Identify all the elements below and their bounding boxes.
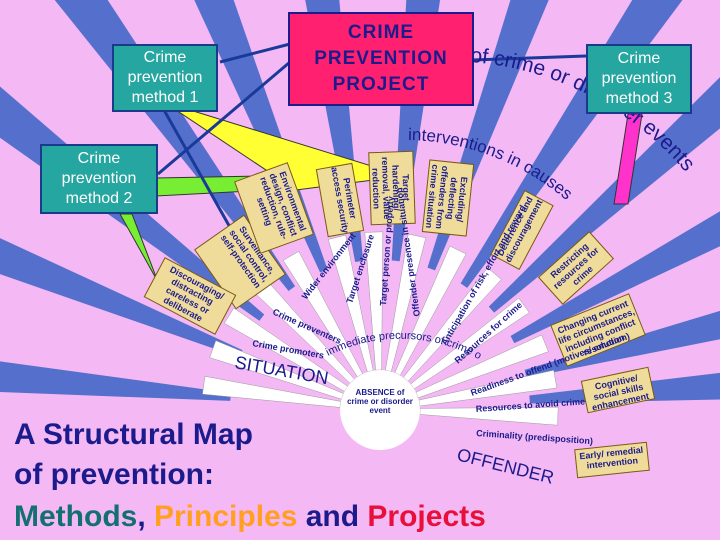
label-discouraging: Discouraging/ distracting careless or de… <box>143 257 237 335</box>
label-cognitive: Cognitive/ social skills enhancement <box>580 366 656 414</box>
white-spoke <box>364 231 384 371</box>
method3-connector-magenta <box>613 113 643 205</box>
label-environmental: Environmental design, conflict reduction… <box>234 162 314 254</box>
label-early: Early/ remedial intervention <box>574 441 650 479</box>
spoke-criminality: Criminality (predisposition) <box>476 428 593 446</box>
method1-box[interactable]: Crime prevention method 1 <box>112 44 218 112</box>
white-spoke <box>327 234 374 373</box>
white-spoke <box>410 297 530 390</box>
background-ray <box>488 77 720 313</box>
hub-absence: ABSENCE of crime or disorder event <box>347 388 413 415</box>
title-projects: Projects <box>367 500 486 533</box>
white-spoke <box>394 245 467 376</box>
method2-box[interactable]: Crime prevention method 2 <box>40 144 158 214</box>
hub-offender: OFFENDER <box>455 444 556 487</box>
background-ray <box>510 211 720 344</box>
label-target-hardening: Target hardening/ removal, value reducti… <box>368 150 416 226</box>
white-spoke <box>403 267 502 382</box>
project-to-method3-line <box>471 54 587 62</box>
title-principles: Principles <box>154 500 298 533</box>
white-spoke <box>385 233 427 372</box>
white-spoke <box>419 406 559 426</box>
white-spoke <box>202 376 342 408</box>
project-to-method1-line <box>219 42 291 64</box>
label-excluding: Excluding/ deflecting offenders from cri… <box>421 159 475 237</box>
white-spoke-group <box>202 231 559 450</box>
white-spoke <box>209 340 344 400</box>
white-spoke <box>418 369 558 407</box>
title-methods: Methods <box>14 500 138 533</box>
project-box[interactable]: CRIME PREVENTION PROJECT <box>288 12 474 106</box>
label-deterrence: Deterrence and discouragement <box>490 190 554 270</box>
background-ray <box>0 238 243 358</box>
white-spoke <box>223 307 349 392</box>
title-and: and <box>297 500 368 533</box>
title-comma: , <box>137 500 154 533</box>
method2-connector-green <box>119 213 159 283</box>
method3-box[interactable]: Crime prevention method 3 <box>586 44 692 114</box>
label-restricting: Restricting resources for crime <box>537 231 615 305</box>
label-changing-life: Changing current life circumstances, inc… <box>550 293 646 367</box>
principle-labels: Surveillance, social control, self-prote… <box>143 150 656 479</box>
method1-connector-blue <box>162 109 238 239</box>
center-hub <box>340 370 420 450</box>
title-line-2: of prevention: <box>14 458 214 491</box>
project-connector-blue <box>157 60 291 176</box>
background-ray <box>0 361 231 401</box>
title-line-3: Methods, Principles and Projects <box>14 500 486 534</box>
white-spoke <box>415 334 549 399</box>
title-line-1: A Structural Map <box>14 418 253 451</box>
label-perimeter: Perimeter access security <box>315 162 365 238</box>
white-spoke <box>282 251 363 378</box>
